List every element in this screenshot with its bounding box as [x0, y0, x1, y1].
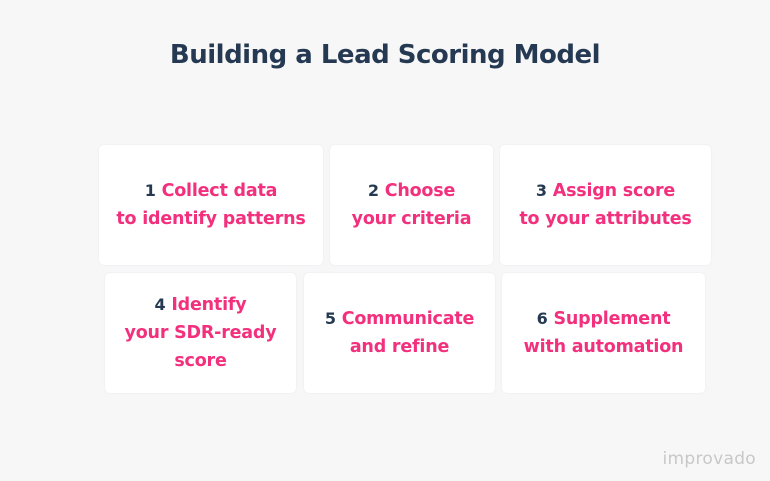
step-number: 6 [536, 309, 548, 328]
step-label-line1: Supplement [553, 309, 671, 329]
step-number: 1 [144, 181, 156, 200]
step-label-line1: Choose [384, 181, 456, 201]
step-label-line2: your criteria [351, 209, 472, 229]
page-title: Building a Lead Scoring Model [169, 40, 601, 70]
step-card-6: 6 Supplement with automation [502, 273, 705, 393]
step-card-1: 1 Collect data to identify patterns [99, 145, 323, 265]
step-label-line2: to your attributes [519, 209, 692, 229]
step-card-5: 5 Communicate and refine [304, 273, 495, 393]
step-label-line1: Identify [171, 295, 247, 315]
improvado-logo: improvado [662, 449, 756, 469]
step-label-line2: your SDR-ready [124, 323, 277, 343]
step-label-line1: Communicate [341, 309, 475, 329]
step-card-3: 3 Assign score to your attributes [500, 145, 711, 265]
step-number: 4 [154, 295, 166, 314]
step-card-2: 2 Choose your criteria [330, 145, 493, 265]
step-label-line2: and refine [349, 337, 450, 357]
step-card-4: 4 Identify your SDR-ready score [105, 273, 296, 393]
step-label-line2: to identify patterns [116, 209, 306, 229]
step-number: 5 [324, 309, 336, 328]
step-number: 2 [367, 181, 379, 200]
step-number: 3 [535, 181, 547, 200]
step-label-line3: score [174, 351, 227, 371]
step-label-line2: with automation [523, 337, 684, 357]
step-label-line1: Collect data [161, 181, 278, 201]
step-label-line1: Assign score [552, 181, 676, 201]
